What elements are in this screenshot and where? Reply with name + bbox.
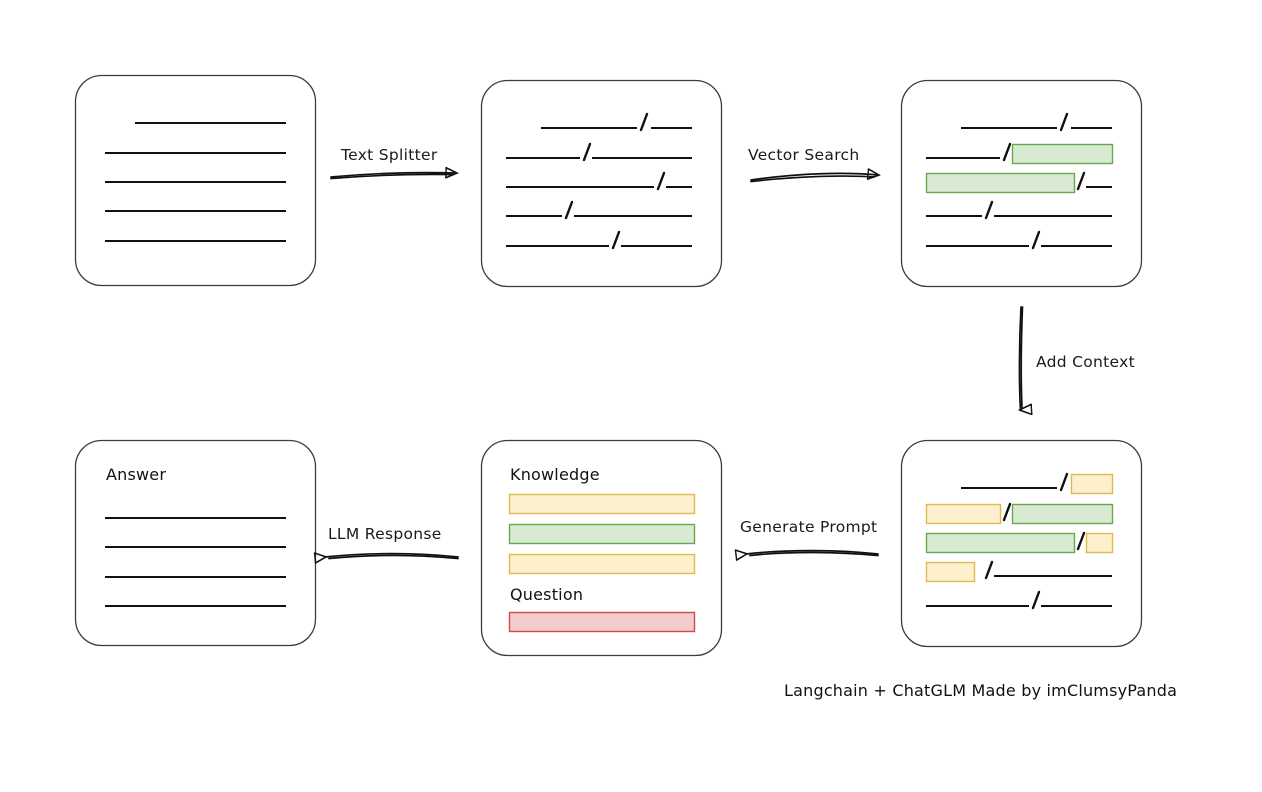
arrow-label-add-context: Add Context [1036, 353, 1135, 371]
highlight-green [1011, 143, 1114, 165]
arrow-label-vector-search: Vector Search [748, 146, 860, 164]
source-document-lines [105, 122, 286, 242]
arrow-generate-prompt [734, 549, 879, 561]
answer-lines [105, 517, 286, 607]
highlight-yellow [925, 561, 976, 583]
knowledge-bar-yellow [508, 493, 696, 515]
knowledge-bar-green [508, 523, 696, 545]
highlight-yellow [1085, 532, 1114, 554]
answer-box-label: Answer [106, 465, 167, 484]
arrow-label-llm-response: LLM Response [328, 525, 442, 543]
arrow-llm-response [313, 552, 459, 564]
split-chunks-lines [506, 127, 692, 247]
highlight-yellow [925, 503, 1002, 525]
highlight-yellow [1070, 473, 1114, 495]
prompt-bars [508, 493, 696, 633]
highlight-green [1011, 503, 1114, 525]
question-label: Question [510, 585, 584, 604]
arrow-text-splitter [330, 166, 459, 180]
arrow-label-text-splitter: Text Splitter [341, 146, 438, 164]
knowledge-label: Knowledge [510, 465, 600, 484]
arrow-add-context [1019, 306, 1022, 410]
box-outline-source-document [74, 74, 317, 287]
box-outline-answer [74, 439, 317, 647]
footer-credit: Langchain + ChatGLM Made by imClumsyPand… [784, 681, 1178, 700]
vector-matched-slashes [984, 112, 1086, 250]
vector-matched-highlights [925, 143, 1114, 194]
highlight-green [925, 532, 1076, 554]
arrow-vector-search [750, 168, 881, 183]
context-added-slashes [984, 472, 1086, 610]
box-outline-split-chunks [480, 79, 723, 288]
context-added-lines [926, 487, 1112, 607]
context-added-highlights [925, 473, 1114, 583]
knowledge-bar-yellow [508, 553, 696, 575]
question-bar-red [508, 611, 696, 633]
arrow-label-generate-prompt: Generate Prompt [740, 518, 878, 536]
split-chunks-slashes [564, 112, 666, 250]
highlight-green [925, 172, 1076, 194]
vector-matched-lines [926, 127, 1112, 247]
